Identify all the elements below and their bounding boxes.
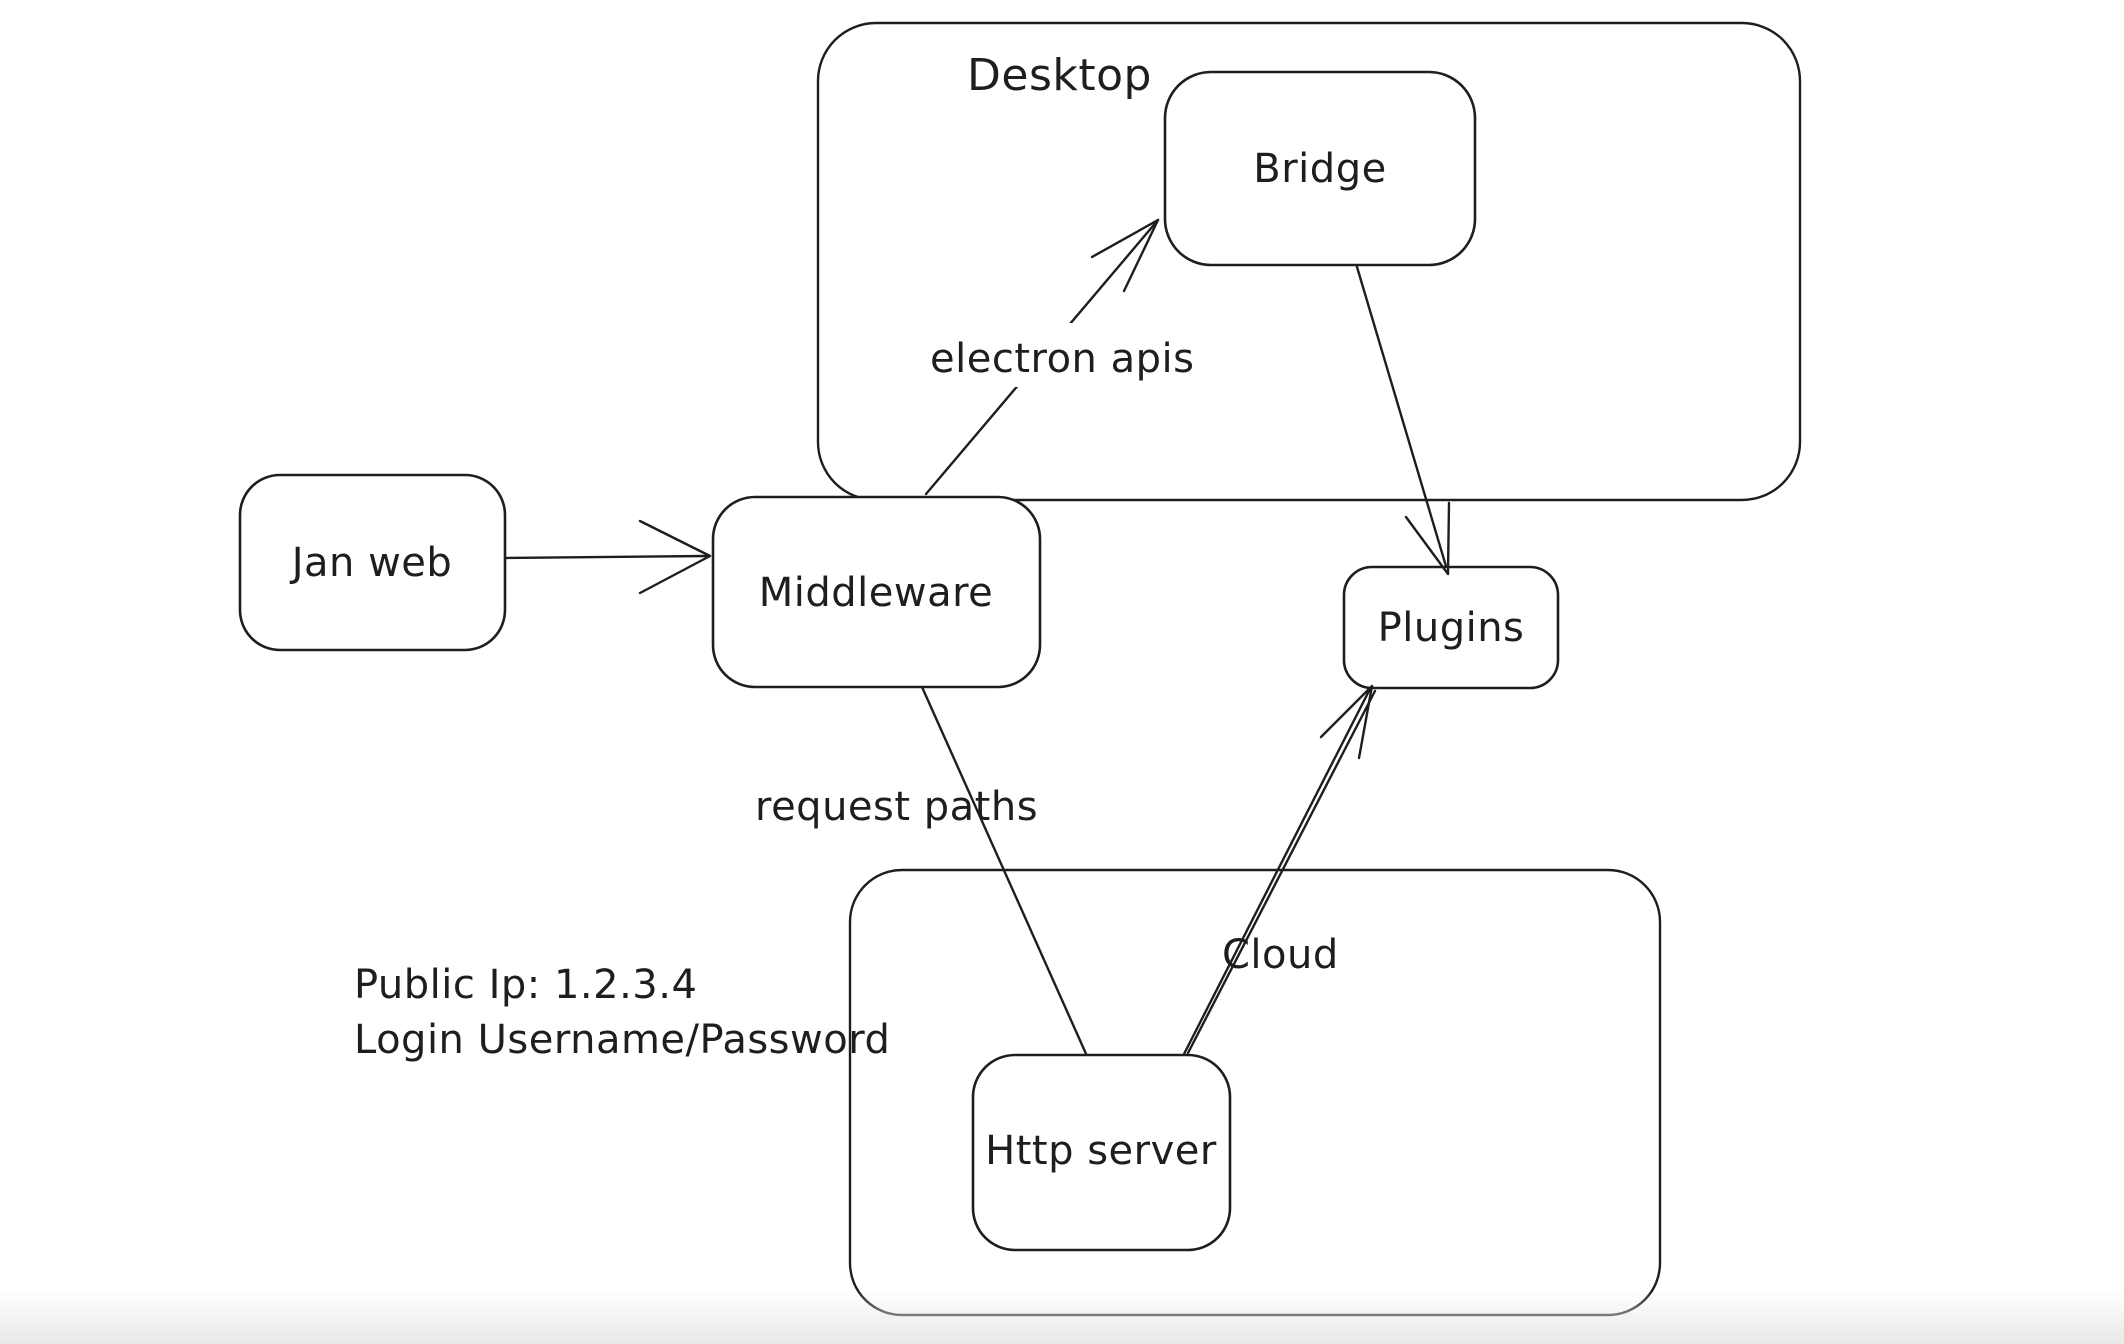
cloud-container-label[interactable]: Cloud [1222, 932, 1339, 978]
middleware-node-box[interactable] [711, 495, 1042, 689]
electron-apis-label-backdrop [918, 323, 1190, 387]
middleware-node-label[interactable]: Middleware [759, 570, 994, 616]
jan-web-node-label[interactable]: Jan web [289, 540, 453, 586]
plugins-node-box[interactable] [1342, 565, 1560, 690]
line-middleware-to-httpserver[interactable] [920, 685, 1089, 1058]
bridge-node-label[interactable]: Bridge [1253, 146, 1386, 192]
request-paths-edge-label[interactable]: request paths [755, 784, 1038, 830]
plugins-node-label[interactable]: Plugins [1378, 605, 1525, 651]
desktop-container-label[interactable]: Desktop [967, 50, 1152, 101]
arrow-httpserver-to-plugins-line[interactable] [1181, 685, 1377, 1058]
bridge-node-box[interactable] [1163, 70, 1477, 267]
arrowhead-at-middleware[interactable] [638, 519, 712, 595]
http-server-node-label[interactable]: Http server [985, 1128, 1217, 1174]
page-bottom-fade [0, 1290, 2124, 1344]
public-ip-annotation[interactable]: Public Ip: 1.2.3.4 [354, 962, 697, 1008]
arrow-janweb-to-middleware-line[interactable] [503, 554, 708, 560]
arrowhead-at-plugins-top[interactable] [1404, 501, 1451, 576]
arrowhead-at-plugins-bottom[interactable] [1319, 684, 1374, 760]
electron-apis-edge-label[interactable]: electron apis [930, 336, 1194, 382]
jan-web-node-box[interactable] [238, 473, 507, 652]
arrow-bridge-to-plugins-line[interactable] [1355, 265, 1450, 575]
arrowhead-at-bridge[interactable] [1090, 218, 1160, 293]
login-annotation[interactable]: Login Username/Password [354, 1017, 890, 1063]
http-server-node-box[interactable] [971, 1053, 1232, 1252]
